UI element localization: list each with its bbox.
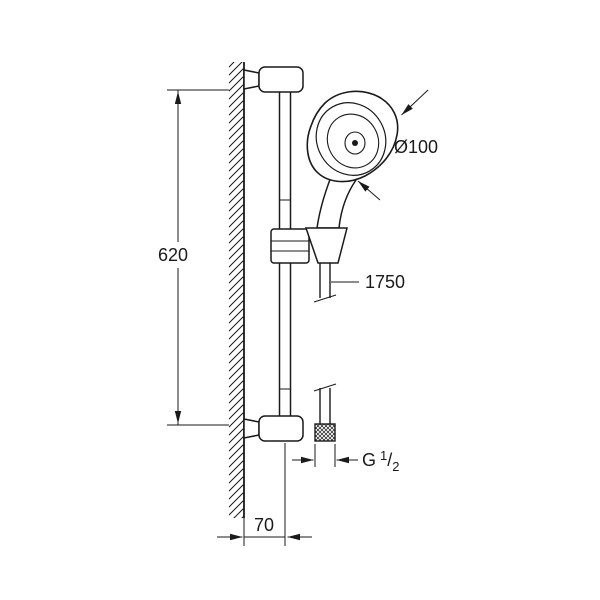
thread-denominator: 2 <box>392 459 399 474</box>
shower-holder <box>270 228 310 264</box>
thread-numerator: 1 <box>380 448 387 463</box>
bottom-wall-bracket <box>243 415 304 442</box>
spray-face-rim <box>315 102 387 176</box>
hose-connector-nut <box>314 423 336 442</box>
hose-lower-break-mark <box>313 383 337 392</box>
wall-section <box>229 62 245 518</box>
dimension-rail-height: 620 <box>152 89 229 426</box>
height-dimension-label: 620 <box>158 245 188 265</box>
hose-lower-segment <box>313 383 337 442</box>
wall-hatch <box>229 62 244 518</box>
handshower <box>270 90 399 264</box>
holder-glider <box>270 228 310 264</box>
hose-upper-segment <box>313 263 337 303</box>
top-bracket-body <box>258 66 304 93</box>
top-wall-bracket <box>243 66 304 93</box>
thread-prefix: G <box>362 450 376 470</box>
bottom-bracket-body <box>258 415 304 442</box>
spray-face-center-dot <box>352 140 358 146</box>
diameter-arrow-lower <box>357 180 381 201</box>
height-label-backing <box>152 242 196 268</box>
diameter-label: Ø100 <box>394 137 438 157</box>
bottom-bracket-escutcheon <box>243 418 260 439</box>
dimension-wall-offset: 70 <box>217 443 312 546</box>
spray-face-inner-ring <box>344 131 366 155</box>
thread-slash: / <box>387 450 392 470</box>
spray-face-rings <box>315 102 387 176</box>
spray-face-ring <box>326 113 380 169</box>
dimension-head-diameter: Ø100 <box>357 89 438 201</box>
wall-offset-label: 70 <box>254 515 274 535</box>
top-bracket-escutcheon <box>243 69 260 90</box>
hose-upper-break-mark <box>313 294 337 303</box>
diameter-arrow-upper <box>401 89 429 116</box>
hose-length-label: 1750 <box>365 272 405 292</box>
handshower-cone <box>304 227 348 264</box>
dimension-hose-length: 1750 <box>331 272 405 292</box>
